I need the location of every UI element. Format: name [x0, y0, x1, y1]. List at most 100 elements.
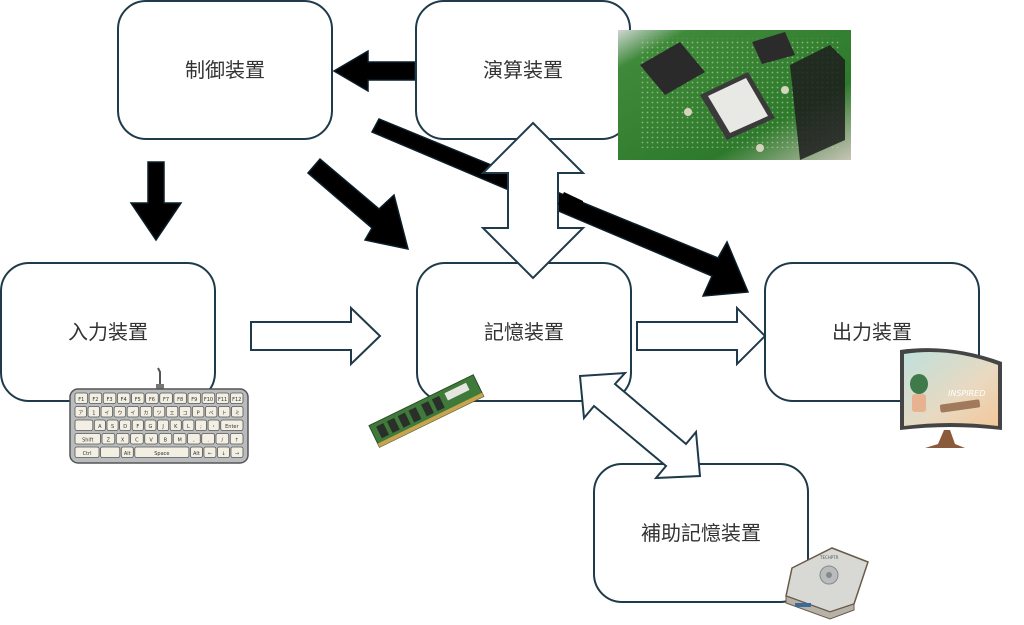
mount-hole [781, 86, 789, 94]
keyboard-key [178, 406, 192, 418]
keyboard-key [217, 446, 230, 458]
keyboard-key-label: イ [130, 410, 135, 416]
keyboard-key [101, 433, 116, 445]
keyboard-key [215, 392, 230, 404]
keyboard-cable [157, 367, 161, 388]
ram-contacts [377, 392, 484, 448]
arrow-control-to-input [129, 161, 183, 242]
keyboard-key-label: F11 [218, 397, 227, 403]
keyboard-key-label: F [136, 424, 139, 430]
keyboard-key-label: M [177, 437, 181, 443]
keyboard-key-label: Alt [124, 451, 131, 457]
control-box [117, 0, 333, 140]
keyboard-key [201, 433, 215, 445]
arithmetic-label: 演算装置 [483, 58, 563, 82]
keyboard-key [100, 446, 121, 458]
cpu-board-image [618, 30, 851, 160]
keyboard-key [119, 419, 132, 431]
keyboard-key [102, 392, 117, 404]
keyboard-key-label: → [235, 451, 239, 457]
node-auxiliary: 補助記憶装置 [593, 463, 809, 603]
keyboard-key-label: 1 [92, 410, 95, 416]
keyboard-key [182, 419, 195, 431]
keyboard-key [145, 392, 159, 404]
keyboard-key [191, 406, 205, 418]
keyboard-key [204, 406, 218, 418]
keyboard-key [126, 406, 140, 418]
keyboard-key [187, 433, 201, 445]
keyboard-key [231, 406, 244, 418]
keyboard-key-label: A [98, 424, 102, 430]
mount-hole [756, 144, 764, 152]
keyboard-key-label: F6 [149, 397, 155, 403]
monitor-text: INSPIRED [948, 389, 985, 398]
keyboard-key-label: C [135, 437, 139, 443]
keyboard-key-label: F12 [232, 397, 241, 403]
keyboard-key [165, 406, 179, 418]
keyboard-key [120, 446, 134, 458]
keyboard-key-label: Enter [225, 424, 239, 430]
keyboard-key-label: ← [208, 451, 212, 457]
keyboard-key-label: Z [107, 437, 111, 443]
monitor-stand [925, 430, 965, 448]
keyboard-key [131, 392, 145, 404]
node-input: 入力装置 [0, 262, 216, 402]
arrow-input-to-memory [250, 305, 382, 367]
keyboard-key-label: ア [78, 410, 83, 416]
keyboard-key-label: コ [183, 410, 188, 416]
keyboard-key-label: F7 [163, 397, 169, 403]
arrow-control-to-output-overlap [558, 192, 583, 218]
keyboard-key-label: B [164, 437, 168, 443]
keyboard-key [159, 392, 173, 404]
memory-label: 記憶装置 [484, 320, 564, 344]
keyboard-key-label: F5 [135, 397, 141, 403]
ram-chip [397, 412, 411, 428]
keyboard-key [106, 419, 119, 431]
keyboard-key-label: ぺ [209, 410, 214, 416]
mount-hole [684, 108, 692, 116]
keyboard-key-label: Ctrl [83, 451, 92, 457]
arrow-control-to-memory [306, 157, 410, 250]
keyboard-key [229, 433, 244, 445]
keyboard-plug [156, 384, 164, 390]
keyboard-key-label: F4 [121, 397, 127, 403]
keyboard-key-label: Space [154, 451, 169, 457]
keyboard-key-label: , [193, 437, 195, 443]
arrow-control-to-output [370, 118, 750, 297]
keyboard-key-label: ト [222, 410, 227, 416]
ram-image [368, 374, 485, 448]
keyboard-key [203, 446, 217, 458]
keyboard-key [230, 446, 244, 458]
plant-leaves [910, 374, 928, 394]
chip-small [752, 32, 795, 64]
keyboard-key-label: ↓ [221, 451, 225, 457]
keyboard-key [130, 433, 144, 445]
keyboard-key-label: イ [104, 410, 109, 416]
keyboard-key-label: L [187, 424, 190, 430]
keyboard-key [87, 406, 100, 418]
output-label: 出力装置 [832, 320, 912, 344]
keyboard-key [131, 419, 144, 431]
input-label: 入力装置 [68, 320, 148, 344]
keyboard-key-label: . [207, 437, 209, 443]
keyboard-key [74, 419, 94, 431]
ram-chip [376, 423, 390, 439]
ram-sticker [444, 382, 470, 401]
keyboard-key [195, 419, 207, 431]
hdd-sata-port [795, 603, 811, 607]
keyboard-key [115, 433, 130, 445]
monitor-image: INSPIRED [900, 348, 1002, 448]
keyboard-key [201, 392, 216, 404]
keyboard-key-label: ↑ [235, 437, 239, 443]
keyboard-key-label: F9 [191, 397, 197, 403]
keyboard-key [187, 392, 202, 404]
keyboard-key-label: P [197, 410, 200, 416]
keyboard-key [157, 419, 170, 431]
keyboard-key-label: X [121, 437, 125, 443]
keyboard-key-label: ウ [117, 409, 122, 416]
keyboard-key-label: Alt [193, 451, 200, 457]
desk-keyboard [939, 399, 981, 413]
keyboard-key [229, 392, 244, 404]
